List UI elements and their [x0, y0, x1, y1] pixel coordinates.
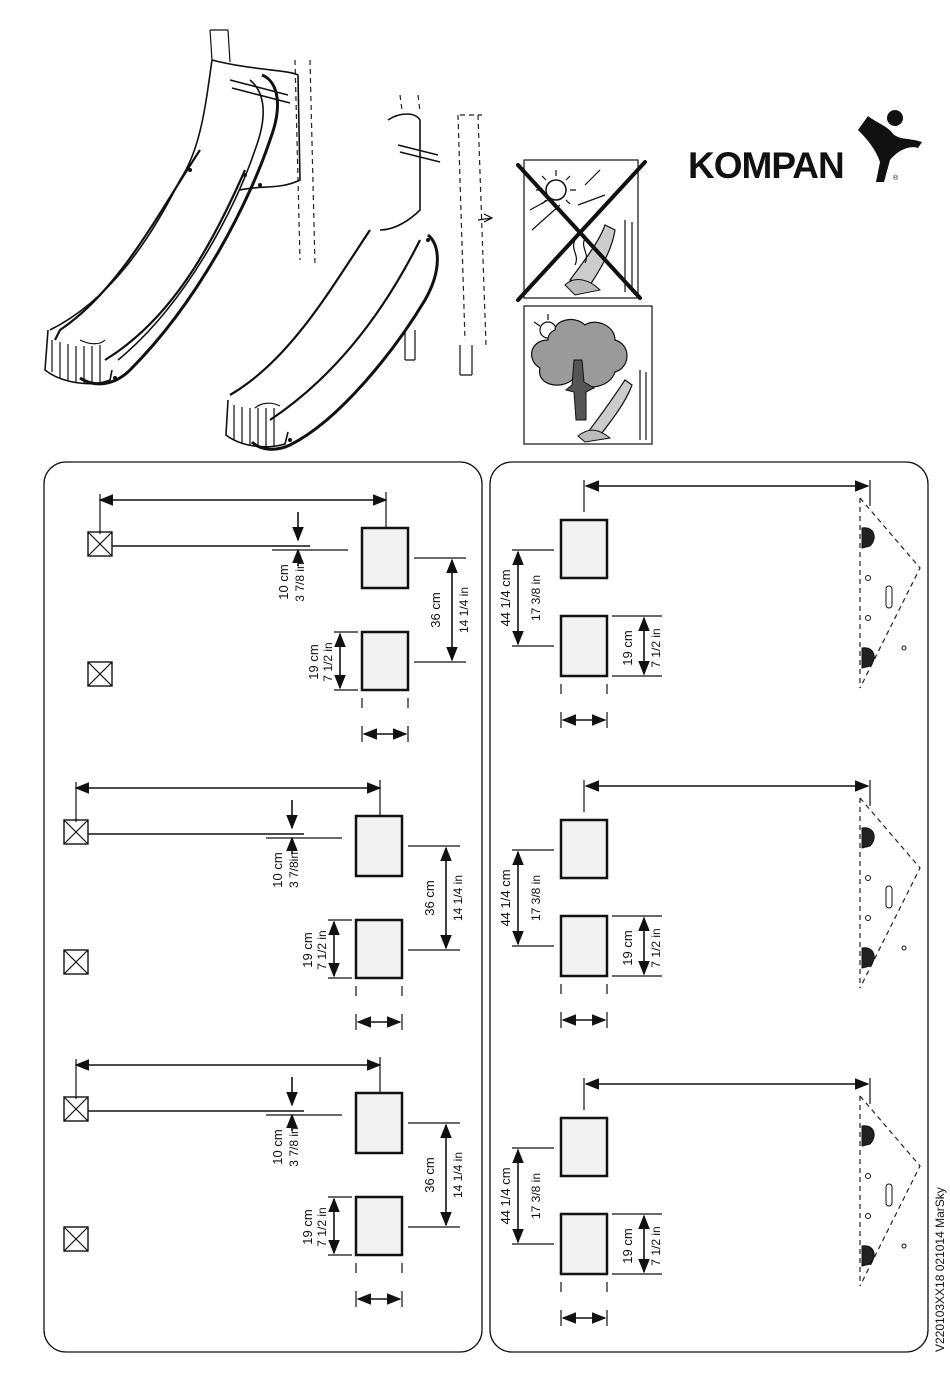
sunny-slide-prohibited-icon — [518, 160, 645, 300]
spacing-cm-label: 36 cm — [428, 592, 443, 627]
slide-illustration-large — [45, 30, 315, 384]
footing-in-label: 7 1/2 in — [315, 930, 329, 969]
lower-footing — [561, 1214, 607, 1274]
bolt-hole — [866, 916, 871, 921]
bracket-clamp — [862, 528, 874, 548]
footing-cm-label: 19 cm — [620, 930, 635, 965]
upper-footing — [356, 1093, 402, 1153]
shaded-slide-recommended-icon — [524, 306, 652, 444]
spacing-cm-label: 44 1/4 cm — [498, 1167, 513, 1224]
spacing-cm-label: 36 cm — [422, 1157, 437, 1192]
post-marker-icon — [64, 820, 88, 844]
post-marker-icon — [88, 532, 112, 556]
upper-footing — [561, 1118, 607, 1176]
registered-mark: ® — [893, 174, 899, 182]
bolt-hole — [902, 946, 906, 950]
footing-in-label: 7 1/2 in — [649, 1226, 663, 1265]
right-layout-row: 44 1/4 cm 17 3/8 in 19 cm 7 1/2 in — [498, 780, 920, 1028]
kompan-logo: KOMPAN ® — [688, 110, 922, 186]
gap-in-label: 3 7/8 in — [287, 1127, 301, 1166]
spacing-in-label: 17 3/8 in — [529, 575, 543, 621]
bracket-clamp — [862, 948, 874, 968]
gap-in-label: 3 7/8in — [287, 852, 301, 888]
right-layout-row: 44 1/4 cm 17 3/8 in 19 cm 7 1/2 in — [498, 1078, 920, 1326]
footing-in-label: 7 1/2 in — [315, 1207, 329, 1246]
bolt-hole — [866, 576, 871, 581]
bracket-clamp — [862, 828, 874, 848]
upper-footing — [362, 528, 408, 588]
lower-footing — [362, 632, 408, 690]
post-marker-icon — [64, 1227, 88, 1251]
post-marker-icon — [88, 662, 112, 686]
bolt-hole — [866, 1214, 871, 1219]
bolt-hole — [902, 646, 906, 650]
footing-cm-label: 19 cm — [300, 932, 315, 967]
bolt-slot — [886, 1184, 892, 1206]
brand-name: KOMPAN — [688, 145, 844, 186]
bolt-slot — [886, 886, 892, 908]
footing-cm-label: 19 cm — [300, 1209, 315, 1244]
post-marker-icon — [64, 950, 88, 974]
spacing-in-label: 14 1/4 in — [451, 875, 465, 921]
lower-footing — [561, 616, 607, 676]
upper-footing — [561, 820, 607, 878]
spacing-in-label: 14 1/4 in — [457, 587, 471, 633]
post-marker-icon — [64, 1097, 88, 1121]
footing-in-label: 7 1/2 in — [649, 628, 663, 667]
bolt-slot — [886, 586, 892, 608]
right-layout-row: 44 1/4 cm 17 3/8 in 19 cm 7 1/2 in — [498, 480, 920, 728]
spacing-in-label: 14 1/4 in — [451, 1152, 465, 1198]
spacing-cm-label: 44 1/4 cm — [498, 869, 513, 926]
bracket-clamp — [862, 648, 874, 668]
right-panel-frame — [490, 462, 928, 1352]
lower-footing — [356, 1197, 402, 1255]
spacing-in-label: 17 3/8 in — [529, 875, 543, 921]
footer-code: V220103XX18 021014 MarSky — [933, 1187, 947, 1352]
bolt-hole — [866, 876, 871, 881]
footing-cm-label: 19 cm — [620, 1228, 635, 1263]
bracket-clamp — [862, 1126, 874, 1146]
footing-in-label: 7 1/2 in — [321, 642, 335, 681]
footing-cm-label: 19 cm — [306, 644, 321, 679]
spacing-cm-label: 36 cm — [422, 880, 437, 915]
footing-in-label: 7 1/2 in — [649, 928, 663, 967]
left-panel-frame — [44, 462, 482, 1352]
bracket-clamp — [862, 1246, 874, 1266]
bolt-hole — [866, 616, 871, 621]
gap-in-label: 3 7/8 in — [293, 562, 307, 601]
bolt-hole — [866, 1174, 871, 1179]
spacing-in-label: 17 3/8 in — [529, 1173, 543, 1219]
gap-cm-label: 10 cm — [270, 1129, 285, 1164]
lower-footing — [561, 916, 607, 976]
gap-cm-label: 10 cm — [270, 852, 285, 887]
lower-footing — [356, 920, 402, 978]
bolt-hole — [902, 1244, 906, 1248]
upper-footing — [561, 520, 607, 578]
gap-cm-label: 10 cm — [276, 564, 291, 599]
upper-footing — [356, 816, 402, 876]
footing-cm-label: 19 cm — [620, 630, 635, 665]
spacing-cm-label: 44 1/4 cm — [498, 569, 513, 626]
